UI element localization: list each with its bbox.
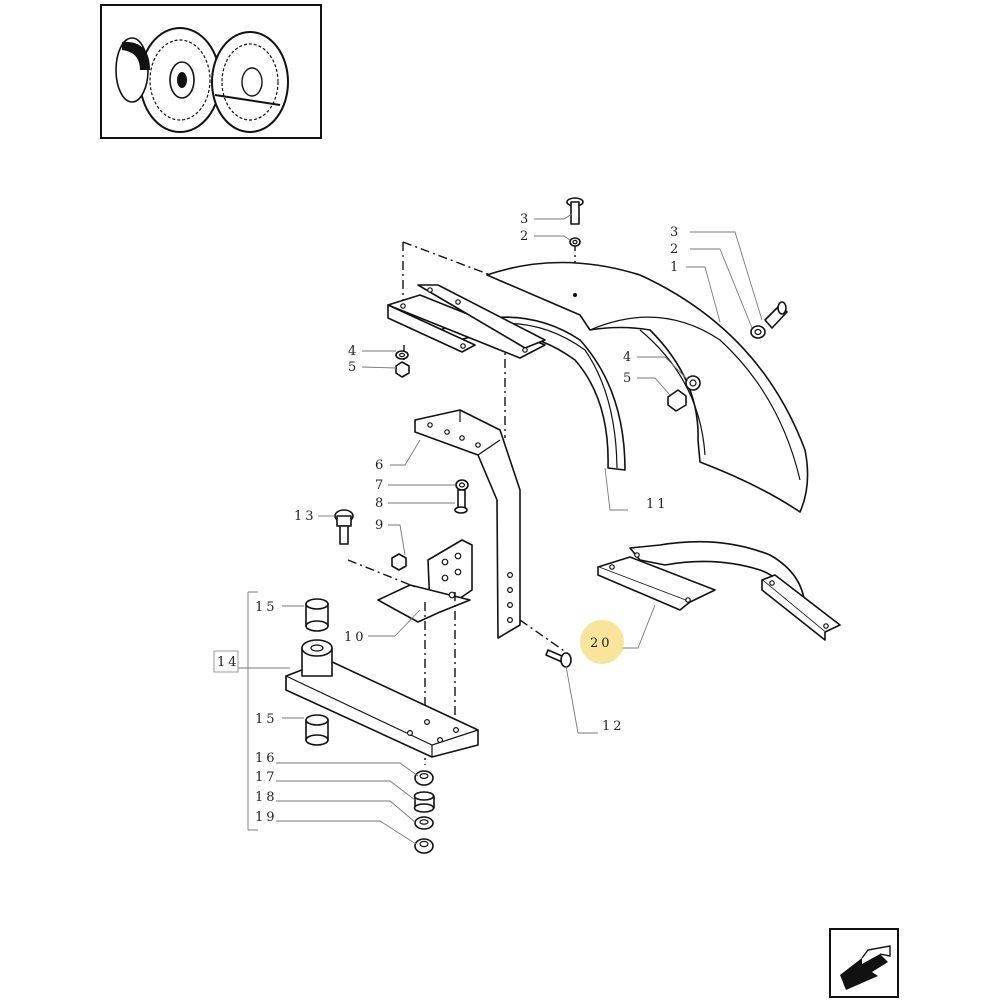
callout-4-mid[interactable]: 4 [623, 350, 634, 365]
upper-mounting-bracket [387, 284, 546, 359]
bolt-3-top [566, 197, 584, 225]
callout-5-left[interactable]: 5 [348, 360, 359, 375]
callout-2-right[interactable]: 2 [670, 242, 681, 257]
tractor-wheel-thumbnail [100, 4, 322, 139]
callout-11[interactable]: 11 [646, 497, 669, 512]
callout-1-right[interactable]: 1 [670, 260, 681, 275]
part-1-fender-shell [486, 261, 809, 513]
washer-4-left [395, 350, 409, 360]
washer-18 [414, 816, 434, 830]
callout-3-right[interactable]: 3 [670, 225, 681, 240]
washer-16 [414, 770, 434, 786]
callout-14-box [213, 650, 239, 673]
bushing-post [301, 639, 333, 677]
callout-14[interactable]: 14 [217, 655, 240, 670]
callout-12[interactable]: 12 [602, 719, 625, 734]
part-20-fender-bracket [597, 540, 841, 641]
callout-9[interactable]: 9 [375, 518, 386, 533]
callout-6[interactable]: 6 [375, 458, 386, 473]
washer-2-top [569, 237, 581, 247]
callout-3-top[interactable]: 3 [520, 212, 531, 227]
washer-4-mid [685, 375, 701, 391]
nut-5-left [395, 361, 410, 378]
callout-17[interactable]: 17 [255, 770, 278, 785]
arrow-back-icon[interactable] [829, 928, 899, 998]
callout-19[interactable]: 19 [255, 810, 278, 825]
nut-19 [414, 838, 434, 854]
callout-5-mid[interactable]: 5 [623, 371, 634, 386]
fender-highlight-icon [115, 37, 150, 103]
spacer-17 [413, 791, 435, 813]
rear-wheel-icon [139, 27, 221, 133]
callout-2-top[interactable]: 2 [520, 229, 531, 244]
bushing-15-top [305, 598, 329, 632]
callout-7[interactable]: 7 [375, 478, 386, 493]
part-6-support-arm [414, 409, 521, 639]
bushing-15-bottom [305, 714, 329, 746]
nut-9 [391, 553, 407, 571]
leader-lines [238, 213, 763, 845]
washer-2-right [750, 325, 766, 339]
bolt-8 [454, 489, 468, 514]
callout-15-top[interactable]: 15 [255, 600, 278, 615]
callout-10[interactable]: 10 [344, 630, 367, 645]
bolt-3-right [764, 301, 788, 329]
bolt-13 [334, 509, 354, 545]
callout-labels: 3 2 3 2 1 4 5 4 5 6 7 8 9 13 10 11 12 14… [213, 212, 681, 825]
part-10-angle-bracket [377, 539, 473, 623]
nut-5-mid [667, 389, 687, 412]
washer-7 [455, 479, 469, 491]
callout-4-left[interactable]: 4 [348, 344, 359, 359]
callout-15-bottom[interactable]: 15 [255, 712, 278, 727]
callout-13[interactable]: 13 [294, 509, 317, 524]
callout-20[interactable]: 20 [590, 636, 613, 651]
part-12-bolt [545, 649, 572, 668]
front-wheel-icon [211, 31, 289, 133]
callout-20-highlight [580, 620, 624, 664]
callout-18[interactable]: 18 [255, 790, 278, 805]
callout-8[interactable]: 8 [375, 496, 386, 511]
callout-16[interactable]: 16 [255, 751, 278, 766]
